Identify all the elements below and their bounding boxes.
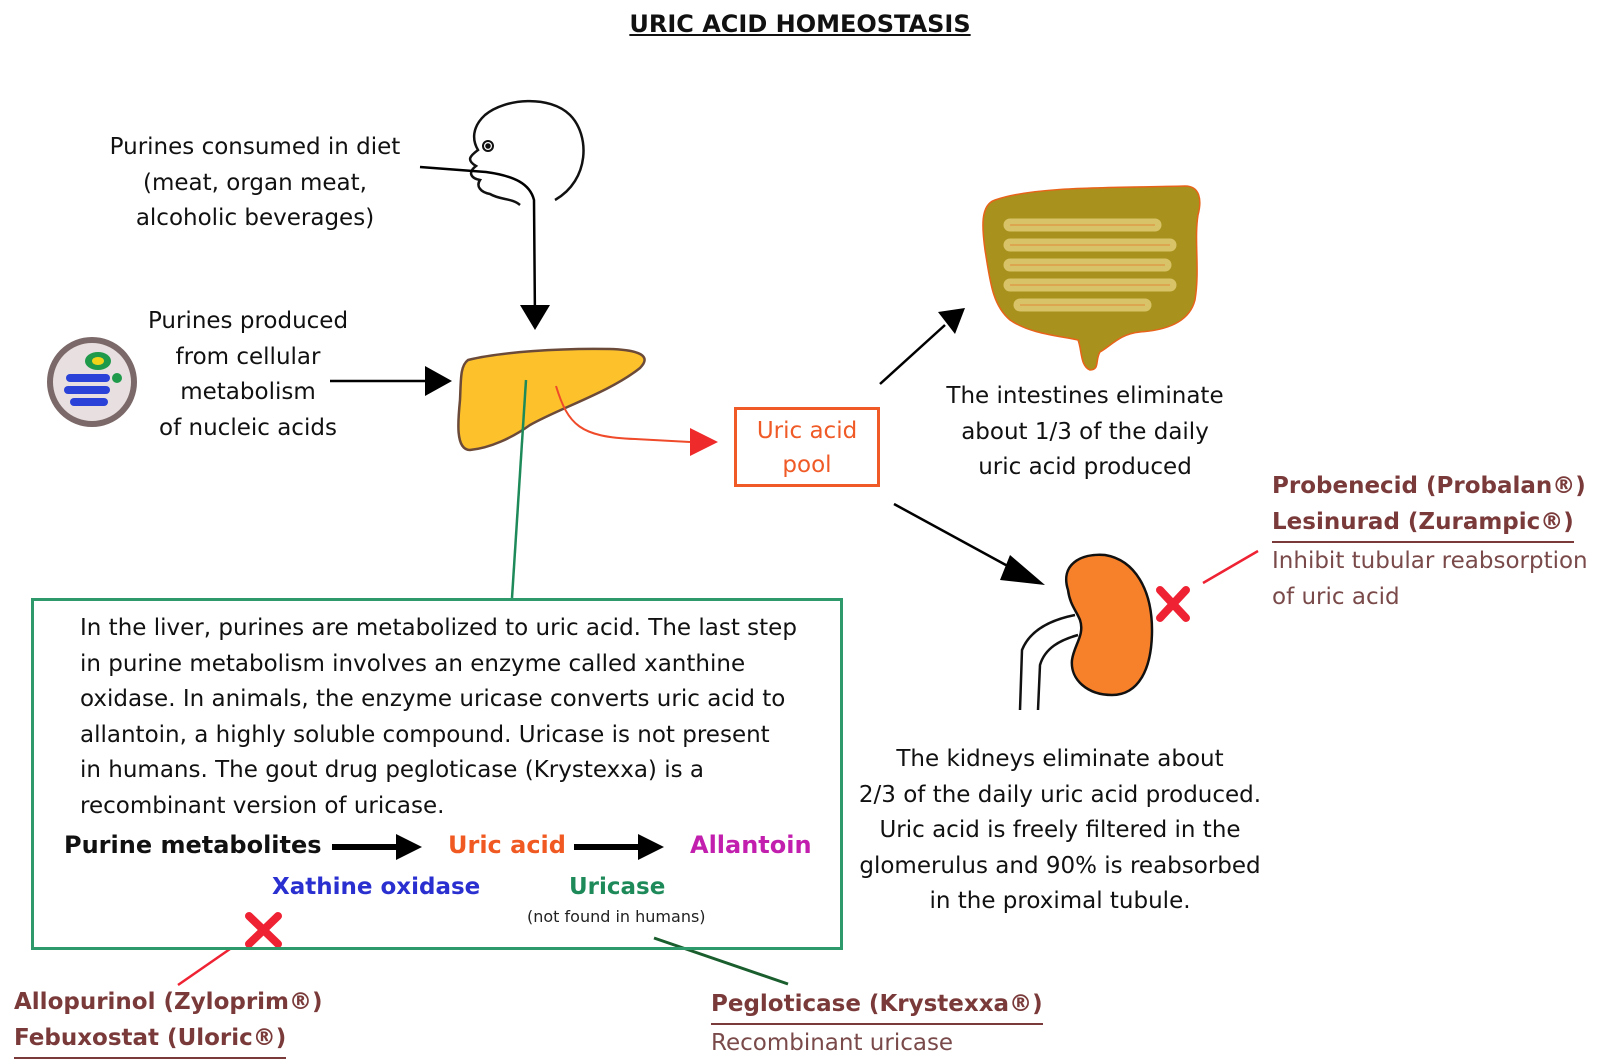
liver-line: recombinant version of uricase.	[80, 792, 445, 819]
liver-line: in humans. The gout drug pegloticase (Kr…	[80, 757, 704, 783]
xo-drug-connector	[177, 947, 231, 987]
kidneys-line: glomerulus and 90% is reabsorbed	[859, 852, 1261, 879]
renal-drug-connector	[1202, 549, 1259, 585]
drug-description: of uric acid	[1272, 584, 1400, 610]
kidneys-line: in the proximal tubule.	[929, 888, 1191, 914]
cellular-line: of nucleic acids	[159, 414, 337, 441]
drug-name: Allopurinol (Zyloprim®)	[14, 989, 323, 1015]
cell-icon	[47, 337, 137, 427]
kidneys-text: The kidneys eliminate about 2/3 of the d…	[850, 742, 1270, 920]
intestines-line: The intestines eliminate	[946, 383, 1224, 409]
purine-metabolites-label: Purine metabolites	[64, 831, 322, 859]
drug-name: Probenecid (Probalan®)	[1272, 473, 1586, 499]
intestines-text: The intestines eliminate about 1/3 of th…	[905, 379, 1265, 486]
liver-box-connector	[510, 379, 528, 599]
kidneys-line: Uric acid is freely filtered in the	[879, 817, 1241, 843]
uric-acid-pool-box: Uric acid pool	[734, 407, 880, 487]
drug-description: Inhibit tubular reabsorption	[1272, 548, 1588, 574]
page-title: URIC ACID HOMEOSTASIS	[629, 10, 971, 38]
pool-to-intestines-arrow	[879, 308, 965, 385]
diet-line: Purines consumed in diet	[109, 134, 401, 160]
pool-line: pool	[782, 452, 832, 478]
diet-arrow	[419, 165, 550, 330]
diet-line: (meat, organ meat,	[143, 169, 367, 196]
liver-line: oxidase. In animals, the enzyme uricase …	[80, 686, 786, 712]
xo-inhibitor-drugs-label: Allopurinol (Zyloprim®) Febuxostat (Ulor…	[14, 984, 323, 1059]
liver-to-pool-arrow	[555, 385, 718, 456]
drug-name: Lesinurad (Zurampic®)	[1272, 504, 1574, 543]
uricase-label: Uricase	[569, 874, 666, 900]
xanthine-oxidase-label: Xathine oxidase	[272, 874, 481, 900]
cellular-source-text: Purines produced from cellular metabolis…	[128, 304, 368, 446]
pathway-arrows	[332, 834, 664, 860]
drug-description: Recombinant uricase	[711, 1030, 954, 1056]
kidneys-line: The kidneys eliminate about	[896, 746, 1224, 772]
diet-source-text: Purines consumed in diet (meat, organ me…	[80, 130, 430, 237]
intestines-line: uric acid produced	[978, 454, 1192, 480]
liver-explanation-box: In the liver, purines are metabolized to…	[31, 598, 843, 950]
xo-inhibition-x-icon	[245, 912, 282, 948]
cellular-line: metabolism	[180, 379, 316, 405]
renal-drugs-label: Probenecid (Probalan®) Lesinurad (Zuramp…	[1272, 468, 1588, 615]
intestines-line: about 1/3 of the daily	[961, 418, 1209, 445]
drug-name: Febuxostat (Uloric®)	[14, 1020, 287, 1059]
liver-line: allantoin, a highly soluble compound. Ur…	[80, 721, 770, 748]
kidney-icon	[1018, 553, 1154, 711]
liver-paragraph: In the liver, purines are metabolized to…	[80, 611, 810, 824]
pathway-arrow-1	[332, 834, 422, 860]
head-icon	[468, 99, 585, 207]
uric-acid-label: Uric acid	[448, 831, 566, 859]
cellular-line: Purines produced	[147, 308, 349, 334]
drug-name: Pegloticase (Krystexxa®)	[711, 986, 1043, 1025]
pathway-arrow-2	[574, 834, 664, 860]
kidney-inhibition-x-icon	[1156, 586, 1190, 622]
diet-line: alcoholic beverages)	[135, 205, 375, 231]
pool-line: Uric acid	[756, 418, 858, 444]
cellular-line: from cellular	[175, 343, 321, 370]
cellular-arrow	[330, 366, 452, 396]
allantoin-label: Allantoin	[690, 831, 812, 859]
intestine-icon	[982, 185, 1201, 371]
liver-line: in purine metabolism involves an enzyme …	[80, 650, 746, 677]
liver-line: In the liver, purines are metabolized to…	[80, 615, 797, 641]
kidneys-line: 2/3 of the daily uric acid produced.	[858, 781, 1262, 808]
pegloticase-connector	[653, 936, 789, 986]
pool-to-kidney-arrow	[893, 502, 1045, 585]
liver-icon	[457, 347, 646, 452]
uricase-note: (not found in humans)	[527, 907, 706, 926]
recombinant-drug-label: Pegloticase (Krystexxa®) Recombinant uri…	[711, 986, 1043, 1061]
